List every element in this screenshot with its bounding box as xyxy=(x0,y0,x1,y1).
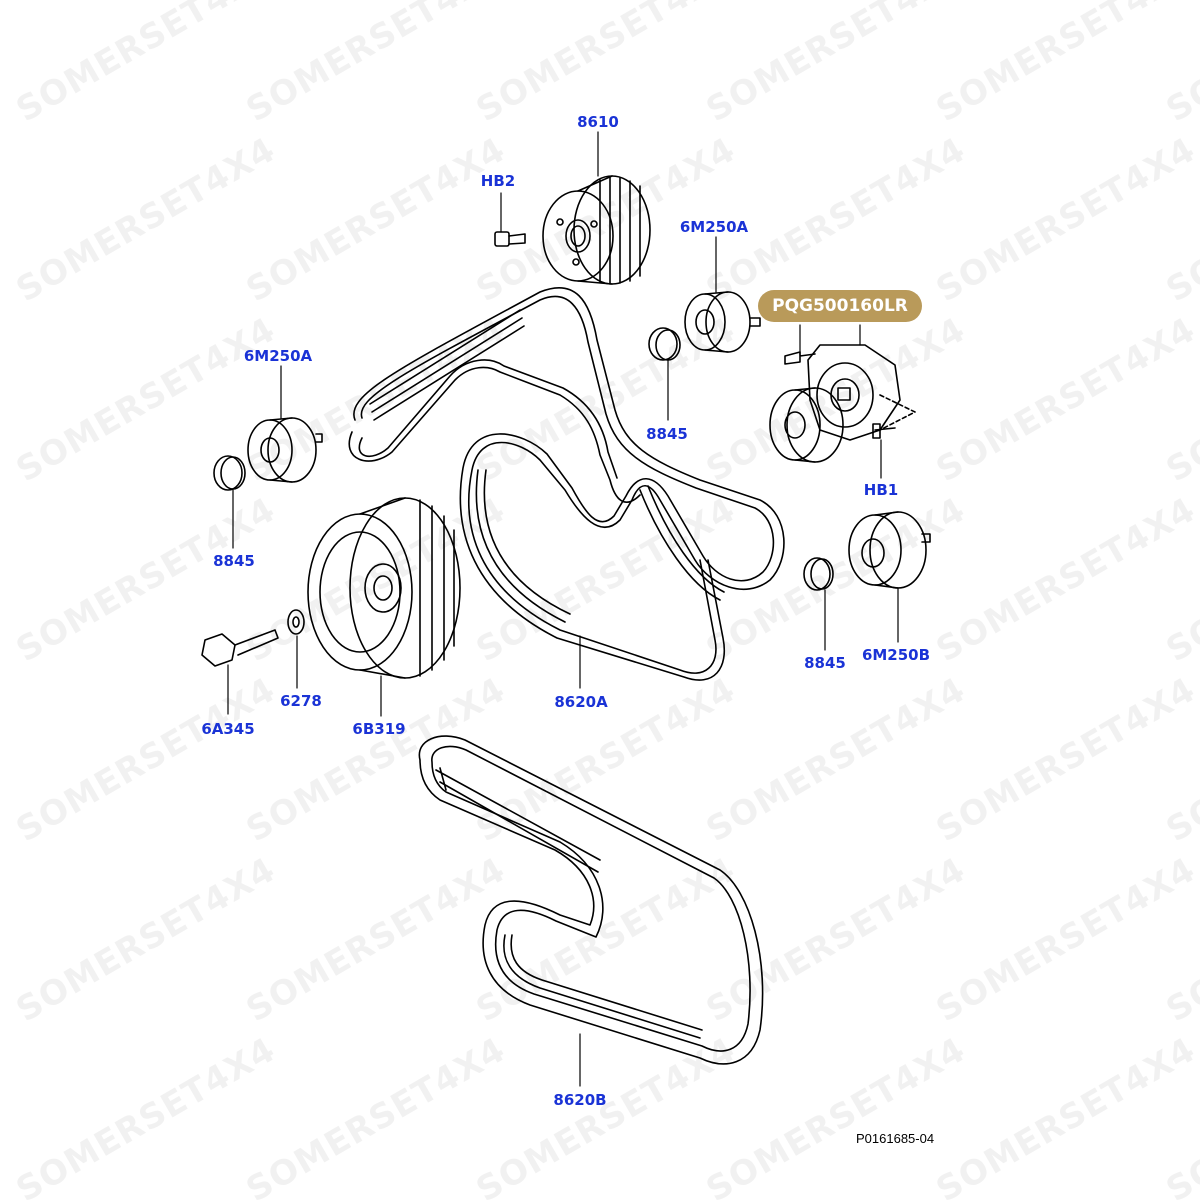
label-8845-top[interactable]: 8845 xyxy=(646,425,688,443)
cap-8845-top xyxy=(648,327,681,361)
label-8845-left[interactable]: 8845 xyxy=(213,552,255,570)
bolt-6a345 xyxy=(201,629,279,667)
figure-reference: P0161685-04 xyxy=(856,1131,935,1146)
label-8610[interactable]: 8610 xyxy=(577,113,619,131)
belt-8620b xyxy=(418,735,764,1065)
label-8845-right[interactable]: 8845 xyxy=(804,654,846,672)
label-6m250a-left[interactable]: 6M250A xyxy=(243,347,313,365)
crank-pulley-6b319 xyxy=(307,497,461,679)
part-number-badge[interactable]: PQG500160LR xyxy=(758,290,922,322)
label-6m250b[interactable]: 6M250B xyxy=(861,646,931,664)
label-6m250a-top[interactable]: 6M250A xyxy=(679,218,749,236)
label-8620b[interactable]: 8620B xyxy=(553,1091,607,1109)
belt-8620a xyxy=(348,287,785,681)
leader-lines xyxy=(227,131,899,1087)
bolt-hb2 xyxy=(494,231,526,247)
label-6a345[interactable]: 6A345 xyxy=(201,720,255,738)
idler-6m250a-top xyxy=(684,291,761,353)
idler-6m250a-left xyxy=(247,417,323,483)
label-hb2[interactable]: HB2 xyxy=(480,172,516,190)
pulley-8610 xyxy=(542,175,651,285)
label-8620a[interactable]: 8620A xyxy=(554,693,608,711)
label-6278[interactable]: 6278 xyxy=(280,692,322,710)
label-6b319[interactable]: 6B319 xyxy=(352,720,406,738)
cap-8845-right xyxy=(803,557,834,591)
label-hb1[interactable]: HB1 xyxy=(863,481,899,499)
washer-6278 xyxy=(287,609,305,635)
tensioner-assembly xyxy=(769,344,916,463)
idler-6m250b xyxy=(848,511,931,589)
cap-8845-left xyxy=(213,455,246,491)
